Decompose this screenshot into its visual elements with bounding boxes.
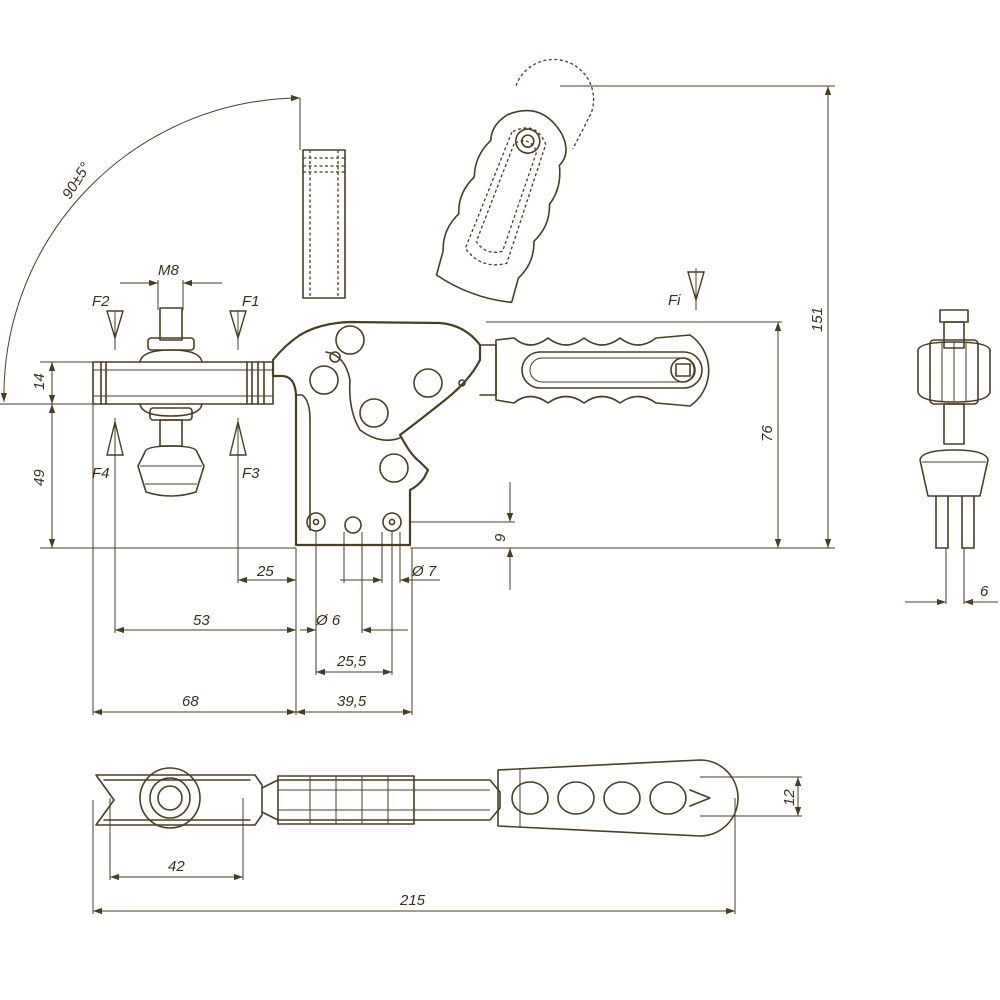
force-arrows — [106, 268, 705, 456]
extension-lines — [0, 85, 835, 715]
force-label-f3: F3 — [242, 465, 260, 482]
dim-49-label: 49 — [31, 469, 48, 486]
dim-25-label: 25 — [256, 563, 274, 580]
angle-label: 90±5° — [59, 160, 94, 202]
clamp-body — [271, 320, 482, 547]
dim-151-label: 151 — [809, 307, 826, 332]
dim-6-label: 6 — [980, 583, 989, 600]
force-label-fi: Fi — [668, 292, 681, 309]
spindle-bolt — [137, 307, 205, 497]
force-label-f1: F1 — [242, 293, 260, 310]
dim-42-label: 42 — [168, 858, 185, 875]
end-view: 6 — [905, 309, 998, 606]
clamp-arm — [92, 361, 274, 405]
dim-68-label: 68 — [182, 693, 199, 710]
dim-phi6-label: Ø 6 — [315, 612, 341, 629]
dim-25-5-label: 25,5 — [336, 653, 367, 670]
dimension-lines — [48, 86, 832, 716]
dim-215-label: 215 — [399, 892, 426, 909]
dim-39-5-label: 39,5 — [337, 693, 367, 710]
dim-9-label: 9 — [492, 533, 509, 542]
side-view: M8 90±5° F2 F1 F4 F3 Fi 14 49 76 151 9 2… — [0, 58, 835, 716]
handle-closed — [479, 334, 710, 407]
dim-14-label: 14 — [31, 373, 48, 390]
dim-53-label: 53 — [193, 612, 210, 629]
dim-phi7-label: Ø 7 — [411, 563, 437, 580]
angle-arc — [0, 94, 301, 403]
thread-label: M8 — [158, 262, 179, 279]
opened-spindle-ghost — [302, 149, 346, 299]
top-view: 12 42 215 — [92, 759, 802, 915]
dim-76-label: 76 — [759, 425, 776, 442]
opened-handle-ghost — [435, 58, 595, 304]
force-label-f2: F2 — [92, 293, 110, 310]
dim-12-label: 12 — [781, 789, 798, 806]
force-label-f4: F4 — [92, 465, 110, 482]
